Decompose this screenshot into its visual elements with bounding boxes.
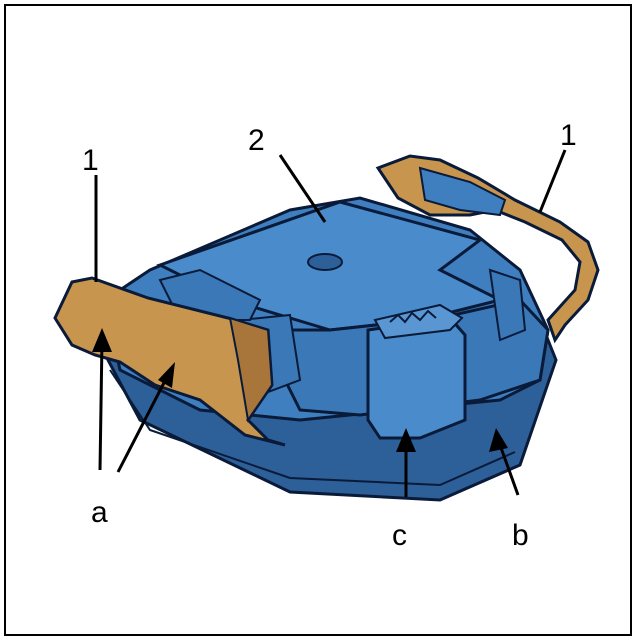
arrow-c-head [396,428,416,452]
left-tape-fold [228,316,274,423]
label-1-left: 1 [82,144,99,177]
arrow-a-left-head [92,328,112,352]
arrow-a-right-head [158,362,175,388]
left-tape [53,276,286,447]
side-rib-right [488,268,527,342]
arrow-b-head [489,428,508,452]
connector-top [373,303,464,340]
label-b: b [512,519,529,552]
base-ridge [109,369,516,487]
label-a: a [91,496,108,529]
right-tape-shadow [418,166,507,217]
leader-2 [278,154,327,223]
connector-block [366,316,467,440]
label-2: 2 [248,124,265,157]
top-cover-hole [307,253,343,271]
arrow-b-shaft [498,444,520,496]
arrow-a-right-shaft [116,374,170,473]
label-c: c [392,519,407,552]
arrow-a-left-shaft [98,339,104,471]
label-1-right: 1 [560,119,577,152]
connector-teeth [389,309,437,324]
leader-1-right [538,149,567,213]
